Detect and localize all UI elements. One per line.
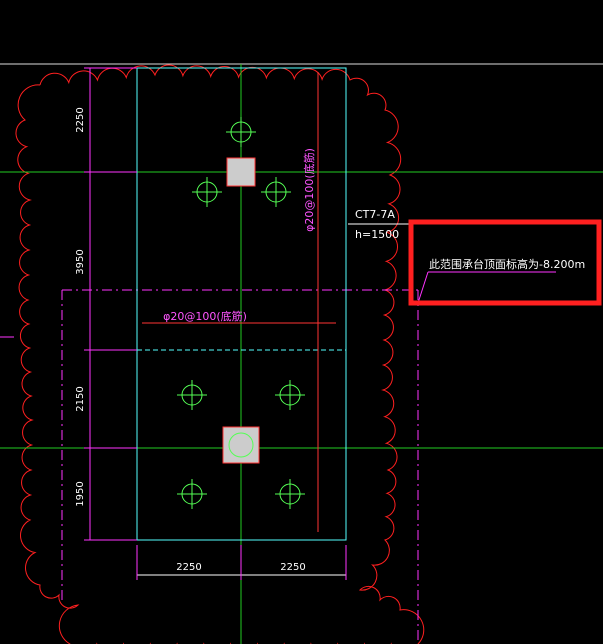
dim-vertical-3: 2150 [75,386,86,411]
dim-vertical-2: 3950 [75,249,86,274]
dim-vertical-4: 1950 [75,481,86,506]
dim-horizontal-2: 2250 [280,562,305,573]
cap-id-label: CT7-7A [355,208,395,221]
rebar-label-vertical: φ20@100(底筋) [302,148,316,232]
dim-vertical-1: 2250 [75,107,86,132]
rebar-label-horizontal: φ20@100(底筋) [163,309,247,323]
dim-horizontal-1: 2250 [176,562,201,573]
pile-circle-icon [275,380,305,410]
pile-circle-icon [275,479,305,509]
pile-circle-icon [192,177,222,207]
revision-cloud-path [15,64,425,644]
pile-circle-icon [228,432,254,458]
revision-cloud [15,64,425,644]
column-square-icon [222,426,260,464]
horizontal-dimension-chain [136,545,347,580]
column-lower [222,426,260,464]
highlight-box [408,219,602,306]
pile-circle-icon [226,117,256,147]
elevation-note: 此范围承台顶面标高为-8.200m [429,257,585,271]
pile-circle-icon [177,479,207,509]
rebar-lines [142,72,336,532]
cap-height-label: h=1500 [355,228,399,241]
elevation-zone-boundary [61,289,419,644]
vertical-dimension-chain [84,67,137,541]
column-upper [226,157,256,187]
pile-circle-icon [261,177,291,207]
note-leader [417,271,429,304]
pile-circle-icon [177,380,207,410]
pile-cap-outline [136,67,347,541]
column-square-icon [226,157,256,187]
pile-cap-rect [136,67,347,541]
piles-group [177,117,305,509]
